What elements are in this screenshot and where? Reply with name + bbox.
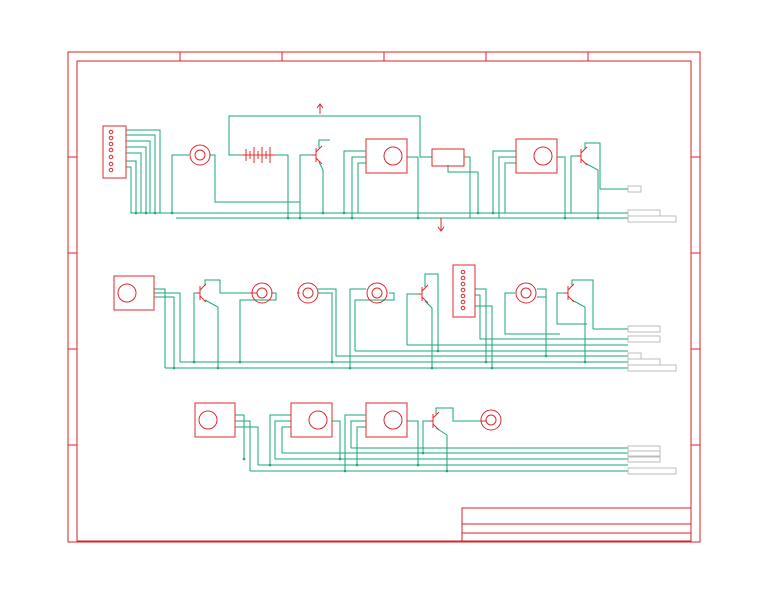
port <box>627 215 677 223</box>
relay-coil <box>250 282 273 304</box>
port <box>627 185 642 193</box>
drawing-frame <box>67 51 701 543</box>
row-3-junctions <box>242 451 449 473</box>
transistor <box>577 146 588 166</box>
transistor <box>312 145 323 165</box>
module <box>113 275 155 311</box>
row-1-ports <box>627 185 677 223</box>
module <box>365 138 408 174</box>
transistor <box>564 283 575 303</box>
port <box>627 358 661 366</box>
transistor <box>418 284 429 304</box>
port <box>627 209 661 217</box>
transistor <box>429 411 440 431</box>
port <box>627 325 661 333</box>
row-1-components <box>102 103 588 232</box>
resistor <box>431 148 465 167</box>
row-3-ports <box>627 445 677 475</box>
module <box>290 402 333 438</box>
row-2-wires <box>154 273 628 369</box>
connector-8pin <box>452 264 476 318</box>
row-3-wires <box>235 407 628 472</box>
relay-coil <box>297 282 319 304</box>
row-3-components <box>194 402 502 438</box>
row-1-wires <box>126 115 628 219</box>
port <box>627 335 661 343</box>
port <box>627 456 661 463</box>
port <box>627 445 661 452</box>
port <box>627 352 642 360</box>
power-up-arrow <box>316 103 324 114</box>
port <box>627 450 661 457</box>
row-1-junctions <box>134 211 600 220</box>
ground-down-arrow <box>437 218 445 232</box>
relay-coil <box>515 282 537 304</box>
transistor <box>196 283 207 303</box>
port <box>627 364 677 372</box>
module <box>194 402 236 438</box>
relay-coil <box>189 144 211 166</box>
inner-border <box>76 60 692 542</box>
title-block <box>461 507 692 542</box>
row-2-junctions <box>172 349 587 370</box>
battery <box>242 147 275 163</box>
relay-coil <box>480 409 502 431</box>
connector-6pin <box>102 125 127 179</box>
relay-coil <box>366 282 388 304</box>
row-2-ports <box>627 325 677 372</box>
module <box>515 138 558 174</box>
row-2-components <box>113 264 575 318</box>
port <box>627 467 677 475</box>
module <box>365 402 408 438</box>
